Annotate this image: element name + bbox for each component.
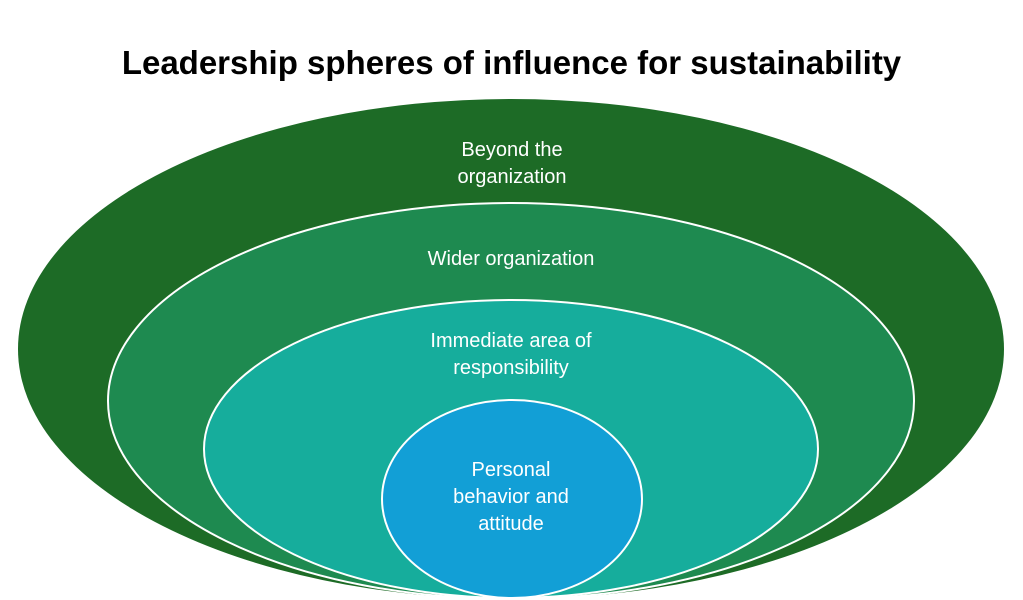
label-line: responsibility [453, 357, 569, 379]
label-line: attitude [478, 513, 544, 535]
label-personal: Personal behavior and attitude [361, 457, 661, 538]
label-line: Personal [471, 459, 551, 481]
label-wider-organization: Wider organization [361, 246, 661, 273]
label-line: organization [457, 166, 567, 188]
label-line: behavior and [453, 486, 569, 508]
label-line: Wider organization [427, 248, 595, 270]
label-immediate-area: Immediate area of responsibility [361, 328, 661, 382]
label-beyond-organization: Beyond the organization [362, 137, 662, 191]
sphere-personal [381, 399, 643, 599]
label-line: Immediate area of [430, 330, 592, 352]
diagram-title: Leadership spheres of influence for sust… [121, 44, 902, 81]
label-line: Beyond the [461, 139, 563, 161]
